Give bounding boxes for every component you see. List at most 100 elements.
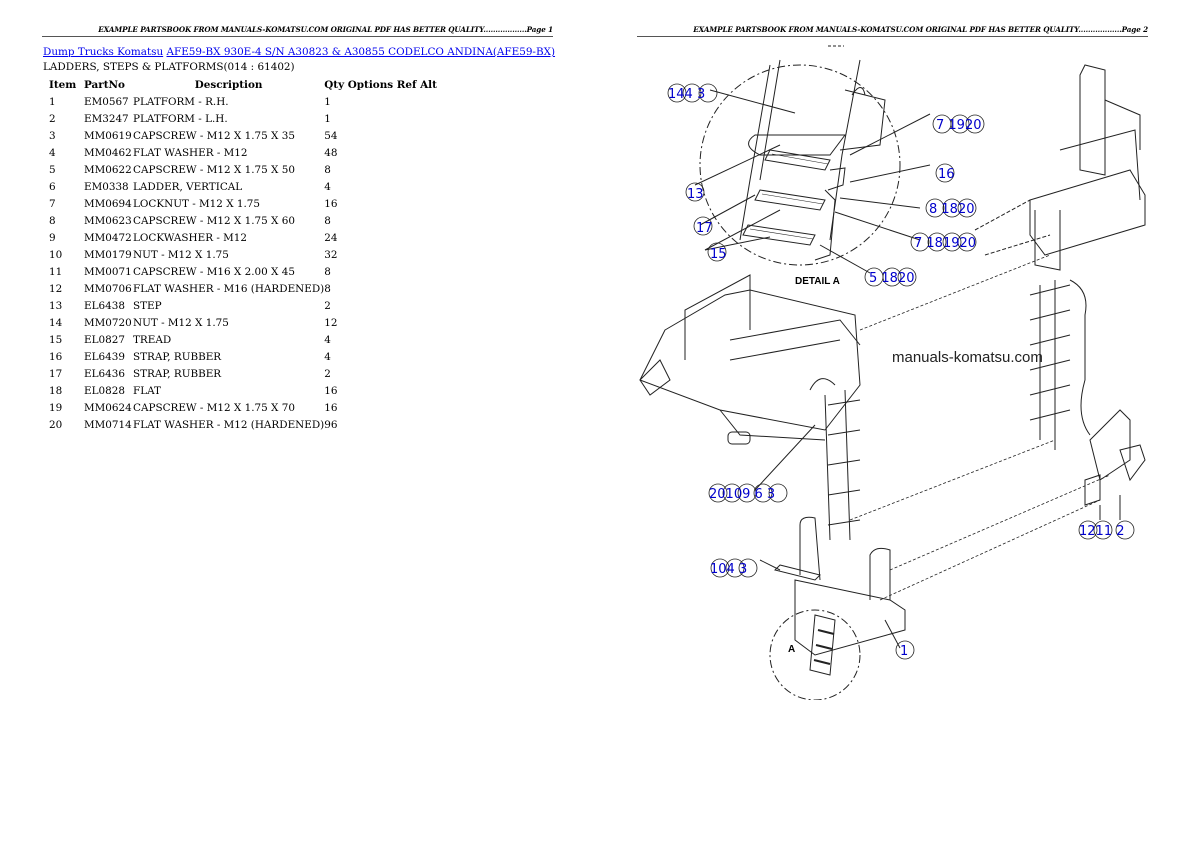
cell-qty: 24 <box>324 231 338 244</box>
cell-partno: MM0694 <box>84 197 132 210</box>
cell-item: 4 <box>49 146 56 159</box>
cell-description: LOCKWASHER - M12 <box>133 231 247 244</box>
cell-qty: 1 <box>324 112 331 125</box>
cell-description: FLAT WASHER - M16 (HARDENED) <box>133 282 325 295</box>
section-title: LADDERS, STEPS & PLATFORMS(014 : 61402) <box>43 61 295 73</box>
cell-description: CAPSCREW - M12 X 1.75 X 35 <box>133 129 295 142</box>
cell-partno: MM0720 <box>84 316 132 329</box>
cell-item: 3 <box>49 129 56 142</box>
callout-7-181920: 7 181920 <box>914 236 976 251</box>
cell-partno: MM0622 <box>84 163 132 176</box>
detail-a-label: DETAIL A <box>795 276 840 287</box>
callout-104-3: 104 3 <box>710 562 747 577</box>
table-row: 1 EM0567 PLATFORM - R.H. 1 <box>43 93 437 110</box>
cell-description: PLATFORM - R.H. <box>133 95 229 108</box>
cell-item: 7 <box>49 197 56 210</box>
cell-description: CAPSCREW - M12 X 1.75 X 60 <box>133 214 295 227</box>
callout-7-1920: 7 1920 <box>936 118 982 133</box>
cell-qty: 96 <box>324 418 338 431</box>
cell-item: 10 <box>49 248 63 261</box>
cell-description: NUT - M12 X 1.75 <box>133 248 229 261</box>
cell-item: 14 <box>49 316 63 329</box>
cell-item: 9 <box>49 231 56 244</box>
cell-partno: MM0472 <box>84 231 132 244</box>
cell-partno: MM0071 <box>84 265 132 278</box>
cell-item: 12 <box>49 282 63 295</box>
cell-description: FLAT WASHER - M12 <box>133 146 248 159</box>
cell-partno: MM0714 <box>84 418 132 431</box>
detail-a-marker-circle <box>769 609 861 700</box>
cell-qty: 8 <box>324 282 331 295</box>
cell-partno: EM0567 <box>84 95 129 108</box>
cell-description: NUT - M12 X 1.75 <box>133 316 229 329</box>
page-header: EXAMPLE PARTSBOOK FROM MANUALS-KOMATSU.C… <box>98 25 553 34</box>
callout-20109-6-3: 20109 6 3 <box>709 487 775 502</box>
cell-qty: 8 <box>324 214 331 227</box>
breadcrumb-link-dump-trucks[interactable]: Dump Trucks Komatsu <box>43 46 164 58</box>
breadcrumb-link-model[interactable]: AFE59-BX 930E-4 S/N A30823 & A30855 CODE… <box>166 46 556 58</box>
cell-qty: 32 <box>324 248 338 261</box>
cell-item: 20 <box>49 418 63 431</box>
col-header-qty-options: Qty Options Ref Alt <box>324 79 437 91</box>
cell-partno: EL6438 <box>84 299 125 312</box>
cell-qty: 16 <box>324 384 338 397</box>
cell-qty: 16 <box>324 197 338 210</box>
header-divider <box>637 36 1148 37</box>
detail-a-marker: A <box>788 644 795 655</box>
callout-144-3: 144 3 <box>668 87 705 102</box>
cell-description: LOCKNUT - M12 X 1.75 <box>133 197 261 210</box>
cell-partno: EL0827 <box>84 333 125 346</box>
parts-table: Item PartNo Description Qty Options Ref … <box>43 77 437 433</box>
breadcrumb: Dump Trucks Komatsu AFE59-BX 930E-4 S/N … <box>43 46 555 58</box>
header-divider <box>42 36 553 37</box>
cell-description: CAPSCREW - M16 X 2.00 X 45 <box>133 265 295 278</box>
parts-diagram: 144 3 7 1920 16 13 8 1820 17 7 181920 15… <box>639 45 1146 700</box>
cell-item: 11 <box>49 265 63 278</box>
cell-item: 19 <box>49 401 63 414</box>
cell-description: CAPSCREW - M12 X 1.75 X 50 <box>133 163 295 176</box>
cell-partno: MM0623 <box>84 214 132 227</box>
cell-partno: MM0462 <box>84 146 132 159</box>
cell-description: STRAP, RUBBER <box>133 367 222 380</box>
cell-description: LADDER, VERTICAL <box>133 180 243 193</box>
cell-partno: MM0624 <box>84 401 132 414</box>
callout-8-1820: 8 1820 <box>929 202 975 217</box>
cell-qty: 8 <box>324 163 331 176</box>
cell-description: PLATFORM - L.H. <box>133 112 228 125</box>
callout-1: 1 <box>900 644 908 659</box>
cell-item: 13 <box>49 299 63 312</box>
page-1: EXAMPLE PARTSBOOK FROM MANUALS-KOMATSU.C… <box>42 25 555 433</box>
cell-qty: 1 <box>324 95 331 108</box>
cell-item: 17 <box>49 367 63 380</box>
cell-description: CAPSCREW - M12 X 1.75 X 70 <box>133 401 295 414</box>
cell-description: TREAD <box>133 333 172 346</box>
cell-qty: 16 <box>324 401 338 414</box>
cell-item: 1 <box>49 95 56 108</box>
cell-item: 5 <box>49 163 56 176</box>
cell-qty: 48 <box>324 146 338 159</box>
cell-item: 18 <box>49 384 63 397</box>
callout-16: 16 <box>938 167 955 182</box>
callout-5-1820: 5 1820 <box>869 271 915 286</box>
cell-description: STEP <box>133 299 162 312</box>
cell-partno: EL6439 <box>84 350 125 363</box>
cell-item: 15 <box>49 333 63 346</box>
cell-qty: 2 <box>324 367 331 380</box>
cell-description: FLAT <box>133 384 161 397</box>
watermark-text: manuals-komatsu.com <box>892 349 1043 366</box>
cell-qty: 4 <box>324 333 331 346</box>
cell-qty: 12 <box>324 316 338 329</box>
cell-qty: 4 <box>324 350 331 363</box>
cell-qty: 8 <box>324 265 331 278</box>
